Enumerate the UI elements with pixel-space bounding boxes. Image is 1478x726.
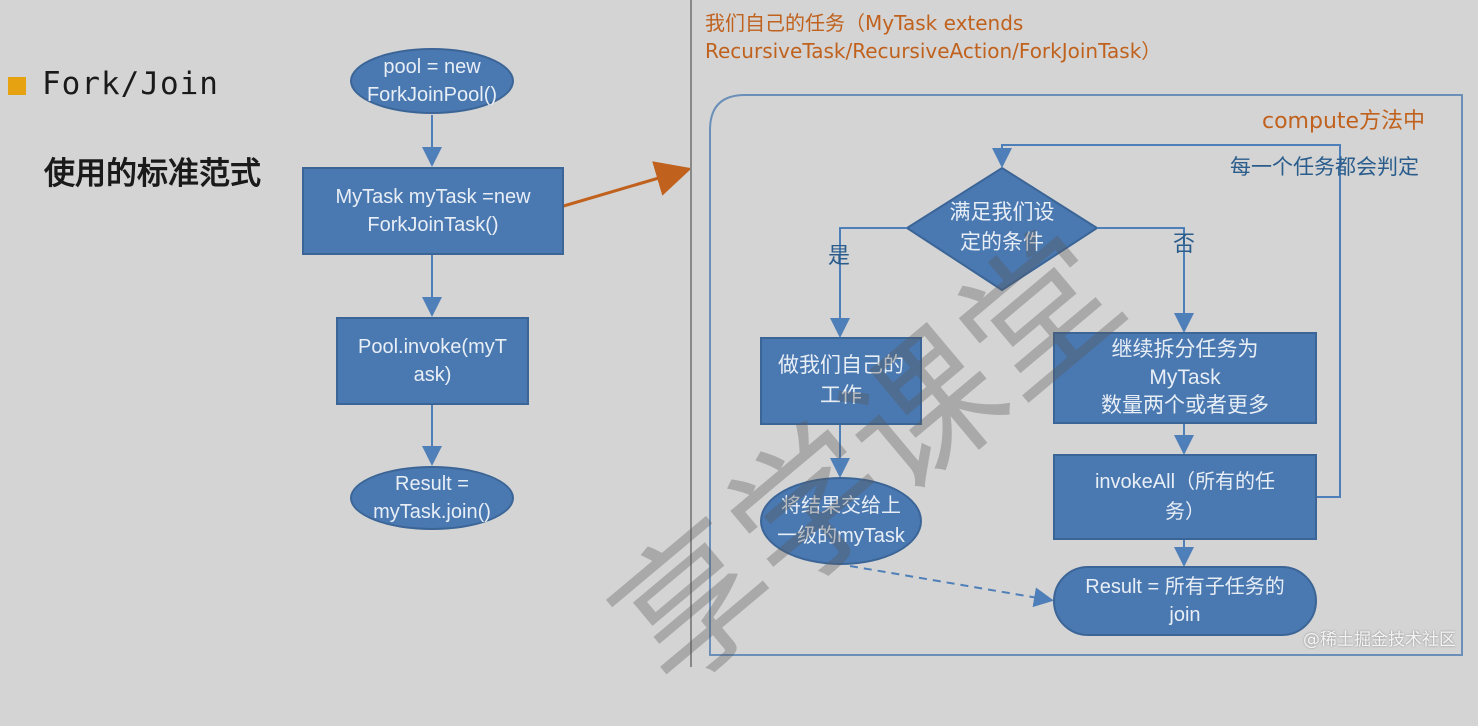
arrow-yes bbox=[830, 227, 907, 338]
node-return-result: 将结果交给上 一级的myTask bbox=[760, 477, 922, 565]
node-do-work: 做我们自己的 工作 bbox=[760, 337, 922, 425]
panel-divider bbox=[690, 0, 692, 667]
node-result-join: Result = myTask.join() bbox=[350, 466, 514, 530]
arrow-no bbox=[1097, 227, 1194, 333]
node-result-all: Result = 所有子任务的 join bbox=[1053, 566, 1317, 636]
slide-title: Fork/Join bbox=[42, 66, 219, 102]
decision-text: 满足我们设 定的条件 bbox=[949, 201, 1055, 254]
bullet-square-icon bbox=[8, 77, 26, 95]
node-split-task: 继续拆分任务为 MyTask 数量两个或者更多 bbox=[1053, 332, 1317, 424]
compute-label: compute方法中 bbox=[1262, 109, 1426, 134]
credit-label: @稀土掘金技术社区 bbox=[1303, 630, 1456, 650]
decision-diamond bbox=[905, 166, 1099, 292]
node-pool-new: pool = new ForkJoinPool() bbox=[350, 48, 514, 114]
flow-connectors bbox=[422, 94, 1463, 656]
task-header-line1: 我们自己的任务（MyTask extends bbox=[705, 11, 1024, 35]
node-mytask-new: MyTask myTask =new ForkJoinTask() bbox=[302, 167, 564, 255]
slide: Fork/Join 使用的标准范式 bbox=[8, 0, 1463, 720]
no-label: 否 bbox=[1173, 232, 1196, 257]
each-task-label: 每一个任务都会判定 bbox=[1230, 155, 1419, 179]
task-header-line2: RecursiveTask/RecursiveAction/ForkJoinTa… bbox=[705, 39, 1162, 63]
node-pool-invoke: Pool.invoke(myT ask) bbox=[336, 317, 529, 405]
arrow-to-task-detail bbox=[549, 161, 692, 212]
node-invoke-all: invokeAll（所有的任 务） bbox=[1053, 454, 1317, 540]
arrow-loop-back bbox=[992, 144, 1341, 498]
compute-frame bbox=[709, 94, 1463, 656]
slide-subtitle: 使用的标准范式 bbox=[44, 156, 261, 192]
yes-label: 是 bbox=[828, 244, 851, 269]
arrow-dashed-return bbox=[849, 565, 1054, 608]
